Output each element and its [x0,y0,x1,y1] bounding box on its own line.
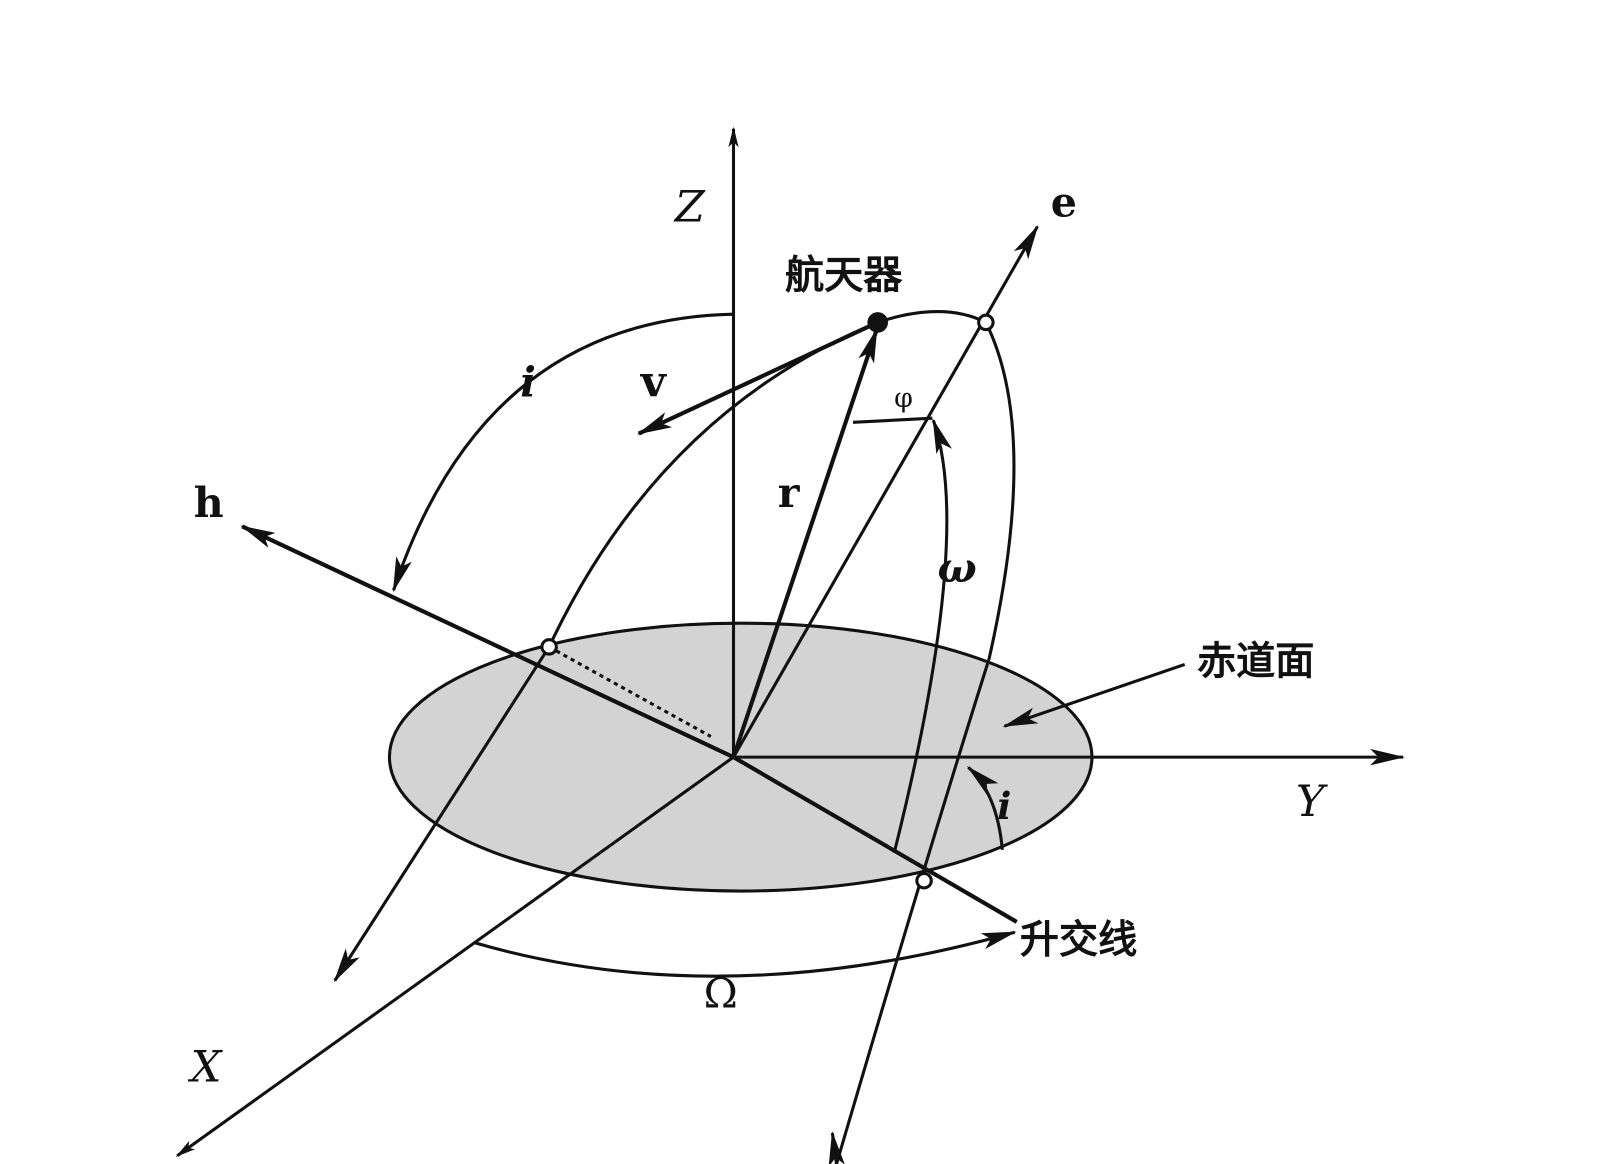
inclination-bottom-label: i [997,784,1011,828]
node-dashed-line [548,645,712,738]
orbit-path [835,310,1016,1164]
perigee-marker [977,313,995,332]
line-of-nodes-label: 升交线 [1020,918,1137,963]
spacecraft-label: 航天器 [785,253,903,298]
equatorial-plane-pointer [1002,662,1186,728]
equatorial-plane-label: 赤道面 [1197,640,1314,685]
inclination-arc-bottom [966,766,1004,850]
x-axis [175,755,735,1158]
x-axis-label: X [188,1043,224,1093]
r-vector [731,327,879,758]
ascending-node-marker [915,871,933,890]
v-vector-label: v [640,357,668,408]
arg-perigee-label: ω [937,543,976,592]
r-vector-label: r [778,468,801,517]
raan-arc [473,930,1017,978]
h-vector-label: h [194,478,224,527]
line-of-nodes [732,755,1018,924]
true-anomaly-label: φ [894,383,913,414]
spacecraft-marker [867,312,889,333]
raan-label: Ω [704,969,738,1017]
orbit-path-descending [333,320,879,983]
e-vector-label: e [1051,177,1077,226]
inclination-arc-top [392,312,734,593]
orbit-path-lower-arrow [828,1131,845,1164]
inclination-top-label: i [520,358,536,407]
h-vector [240,524,735,759]
descending-node-marker [540,638,558,656]
arg-perigee-arc [892,418,952,854]
true-anomaly-arc [852,416,933,424]
z-axis-label: Z [673,182,706,232]
y-axis-label: Y [1296,777,1328,827]
